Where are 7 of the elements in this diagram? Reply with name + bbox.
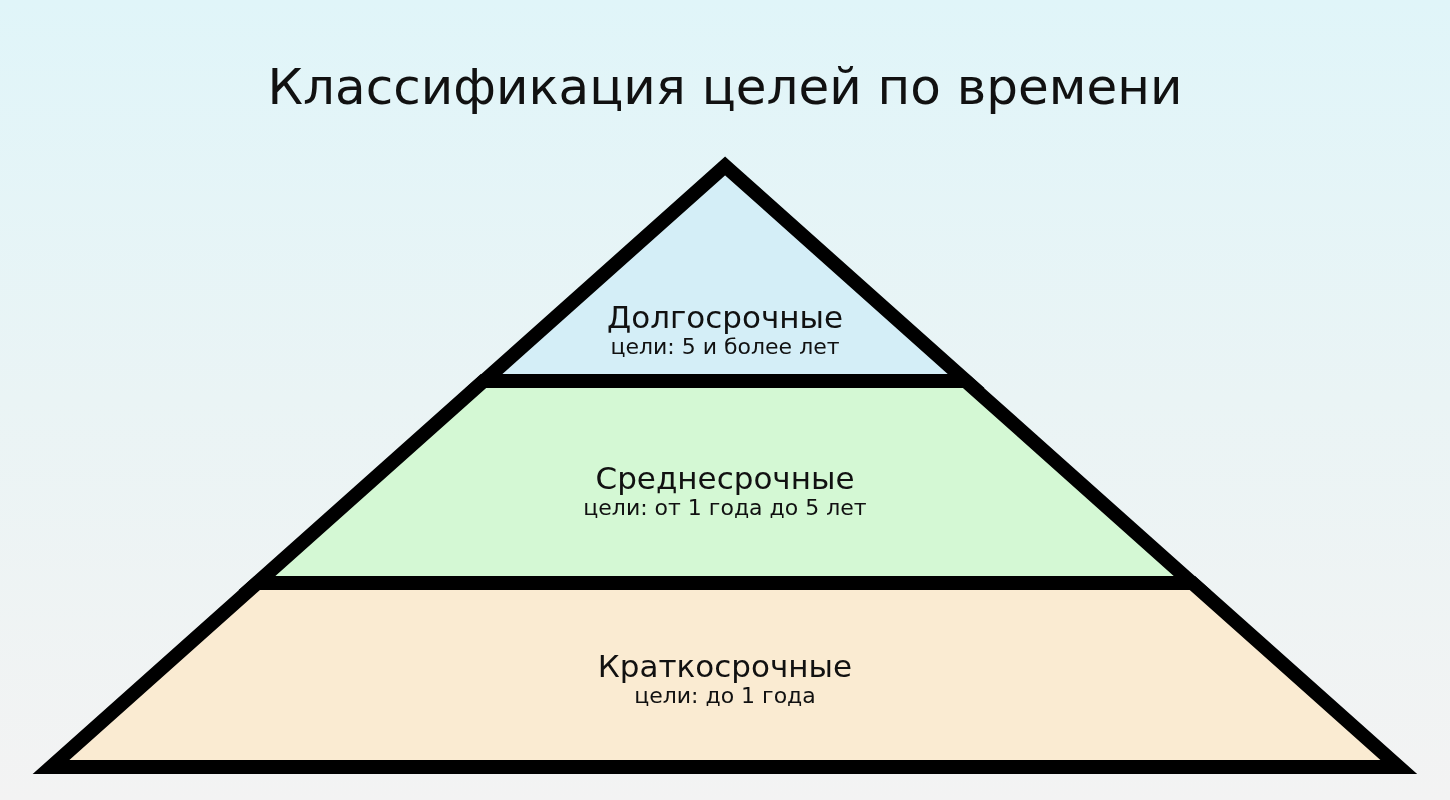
tier-description: цели: 5 и более лет: [610, 334, 840, 360]
diagram-title: Классификация целей по времени: [267, 57, 1183, 118]
tier-title: Среднесрочные: [595, 461, 855, 495]
tier-description: цели: от 1 года до 5 лет: [583, 495, 867, 521]
tier-description: цели: до 1 года: [634, 683, 816, 709]
tier-title: Краткосрочные: [597, 649, 853, 683]
tier-title: Долгосрочные: [606, 300, 844, 334]
